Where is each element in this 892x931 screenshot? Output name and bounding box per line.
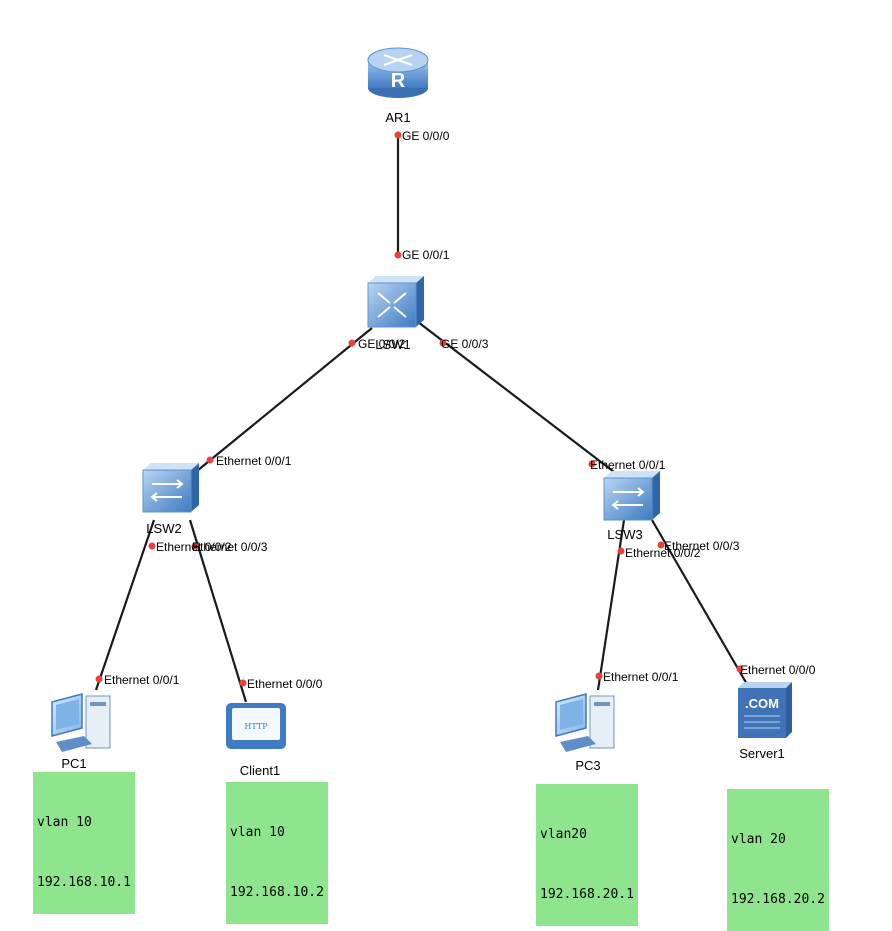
port-label-lsw3-e002: Ethernet 0/0/2	[625, 546, 701, 560]
port-label-client1-e000: Ethernet 0/0/0	[247, 677, 323, 691]
port-label-lsw1-ge002: GE 0/0/2	[358, 337, 406, 351]
server-server1[interactable]: .COM	[738, 682, 792, 738]
client-screen-text: HTTP	[244, 722, 268, 731]
port-label-lsw2-e002: Ethernet 0/0/2	[156, 540, 232, 554]
link-lsw3-pc3[interactable]	[596, 519, 626, 691]
device-label-pc1: PC1	[61, 756, 86, 771]
port-dot[interactable]	[239, 679, 247, 687]
port-dot[interactable]	[617, 547, 625, 555]
port-dot[interactable]	[95, 675, 103, 683]
port-dot[interactable]	[206, 456, 214, 464]
topology-canvas: R AR1 LSW1 LSW2	[51, 47, 816, 778]
port-label-ar1-ge000: GE 0/0/0	[402, 129, 450, 143]
port-dot[interactable]	[595, 672, 603, 680]
core-switch-icon	[377, 292, 407, 318]
port-label-lsw3-e003: Ethernet 0/0/3	[664, 539, 740, 553]
svg-text:R: R	[391, 70, 406, 92]
note-ip: 192.168.20.1	[540, 887, 634, 902]
port-label-server1-e000: Ethernet 0/0/0	[740, 663, 816, 677]
note-vlan: vlan 20	[731, 832, 786, 847]
port-dot[interactable]	[348, 339, 356, 347]
note-ip: 192.168.20.2	[731, 892, 825, 907]
note-pc3: vlan20 192.168.20.1	[536, 784, 638, 926]
device-label-pc3: PC3	[575, 758, 600, 773]
port-dot[interactable]	[588, 460, 596, 468]
port-dot[interactable]	[148, 542, 156, 550]
device-label-lsw1: LSW1	[375, 337, 410, 352]
pc-pc3[interactable]	[555, 693, 615, 752]
port-labels: GE 0/0/0 GE 0/0/1 GE 0/0/2 GE 0/0/3 Ethe…	[104, 129, 816, 691]
router-icon	[383, 54, 413, 66]
link-lsw1-lsw2[interactable]	[191, 327, 373, 476]
note-client1: vlan 10 192.168.10.2	[226, 782, 328, 924]
client-client1[interactable]: HTTP	[226, 703, 286, 749]
device-label-client1: Client1	[240, 763, 280, 778]
device-label-ar1: AR1	[385, 110, 410, 125]
note-pc1: vlan 10 192.168.10.1	[33, 772, 135, 914]
note-ip: 192.168.10.1	[37, 875, 131, 890]
links	[94, 135, 749, 703]
port-label-pc3-e001: Ethernet 0/0/1	[603, 670, 679, 684]
switch-arrows-icon	[611, 487, 645, 510]
note-ip: 192.168.10.2	[230, 885, 324, 900]
port-dot[interactable]	[394, 131, 402, 139]
device-label-server1: Server1	[739, 746, 785, 761]
note-vlan: vlan20	[540, 827, 587, 842]
link-lsw2-client1[interactable]	[188, 519, 248, 703]
server-screen-text: .COM	[745, 696, 779, 711]
link-lsw1-lsw3[interactable]	[417, 321, 615, 473]
router-ar1[interactable]: R	[367, 47, 429, 98]
port-label-lsw2-e003: Ethernet 0/0/3	[192, 540, 268, 554]
device-label-lsw2: LSW2	[146, 521, 181, 536]
switch-arrows-icon	[150, 479, 184, 502]
port-dot[interactable]	[736, 665, 744, 673]
port-dots	[95, 131, 744, 687]
link-lsw2-pc1[interactable]	[94, 519, 156, 691]
port-dot[interactable]	[191, 542, 199, 550]
note-vlan: vlan 10	[37, 815, 92, 830]
switch-lsw2[interactable]	[142, 463, 199, 513]
switch-lsw3[interactable]	[603, 471, 660, 521]
port-dot[interactable]	[657, 541, 665, 549]
link-lsw3-server1[interactable]	[651, 519, 749, 687]
port-dot[interactable]	[439, 339, 447, 347]
device-label-lsw3: LSW3	[607, 527, 642, 542]
port-label-lsw2-e001: Ethernet 0/0/1	[216, 454, 292, 468]
port-label-pc1-e001: Ethernet 0/0/1	[104, 673, 180, 687]
switch-lsw1[interactable]	[367, 276, 424, 328]
pc-pc1[interactable]	[51, 693, 111, 752]
note-vlan: vlan 10	[230, 825, 285, 840]
port-label-lsw1-ge001: GE 0/0/1	[402, 248, 450, 262]
port-label-lsw3-e001: Ethernet 0/0/1	[590, 458, 666, 472]
note-server1: vlan 20 192.168.20.2	[727, 789, 829, 931]
port-dot[interactable]	[394, 251, 402, 259]
port-label-lsw1-ge003: GE 0/0/3	[441, 337, 489, 351]
